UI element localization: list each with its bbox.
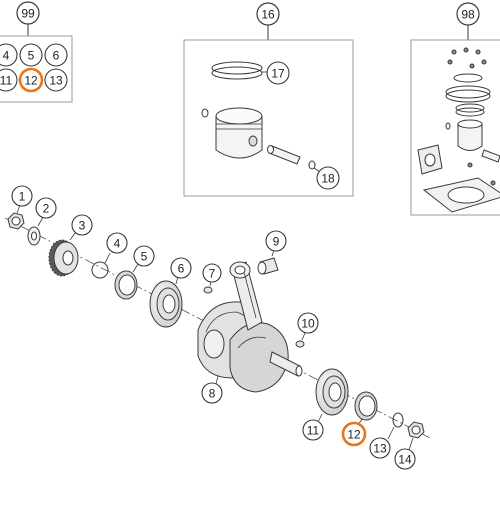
callout-13-label: 13 [373, 442, 387, 456]
callout-8[interactable] [201, 382, 223, 404]
callout-10[interactable] [297, 312, 319, 334]
box-99-item-5-label: 5 [28, 49, 35, 63]
callout-6-label: 6 [178, 262, 185, 276]
kit-box-98[interactable]: 98 [410, 2, 500, 216]
box-98-label: 98 [461, 8, 475, 22]
box-16-callout[interactable] [256, 2, 280, 26]
part-11-bearing[interactable] [315, 368, 349, 416]
box-16-frame [183, 39, 354, 197]
part-10-key[interactable] [295, 340, 305, 348]
callout-5-label: 5 [141, 250, 148, 264]
box-99-item-12-highlighted[interactable] [18, 67, 44, 93]
callout-7[interactable] [202, 263, 222, 283]
kit-box-16[interactable]: 16 17 18 [183, 2, 354, 197]
box-99-item-6-label: 6 [53, 49, 60, 63]
callout-9-label: 9 [273, 235, 280, 249]
part-6-bearing[interactable] [149, 280, 183, 328]
part-1-nut[interactable] [7, 212, 25, 230]
part-12-seal[interactable] [354, 391, 378, 421]
box-16-label: 16 [261, 8, 275, 22]
part-14-nut[interactable] [407, 421, 425, 439]
part-7-key[interactable] [203, 286, 213, 294]
callout-8-label: 8 [209, 387, 216, 401]
callout-4[interactable] [106, 232, 128, 254]
part-2-washer[interactable] [27, 226, 41, 246]
piston-pin-clip-right [308, 160, 316, 170]
piston-pin [267, 145, 301, 165]
callout-7-label: 7 [209, 267, 216, 281]
callout-14-label: 14 [398, 453, 412, 467]
box-99-frame [0, 35, 73, 103]
callout-11-label: 11 [307, 424, 320, 438]
callout-6[interactable] [170, 257, 192, 279]
box-99-item-4[interactable] [0, 43, 18, 67]
callout-4-label: 4 [114, 237, 121, 251]
box-99-callout[interactable] [16, 1, 40, 25]
box-99-item-13-label: 13 [49, 74, 63, 88]
box-99-item-11-label: 11 [0, 74, 13, 88]
part-3-gear[interactable] [48, 239, 79, 277]
box-16-item-17-label: 17 [271, 67, 285, 81]
box-99-item-12-label: 12 [24, 74, 38, 88]
callout-2[interactable] [35, 197, 57, 219]
box-99-label: 99 [21, 7, 35, 21]
callout-9[interactable] [265, 230, 287, 252]
box-98-frame [410, 39, 500, 216]
part-8-crankshaft[interactable] [197, 261, 303, 393]
box-99-item-4-label: 4 [3, 49, 10, 63]
box-98-callout[interactable] [456, 2, 480, 26]
box-99-item-13[interactable] [44, 68, 68, 92]
callout-13[interactable] [369, 437, 391, 459]
callout-1-label: 1 [19, 190, 26, 204]
callout-3[interactable] [71, 214, 93, 236]
box-16-item-17[interactable] [266, 61, 290, 85]
callout-2-label: 2 [43, 202, 50, 216]
callout-14[interactable] [394, 448, 416, 470]
part-4-ring[interactable] [91, 261, 109, 279]
box-99-item-11[interactable] [0, 68, 18, 92]
callout-12-highlighted[interactable] [341, 421, 367, 447]
part-13-ring[interactable] [392, 412, 404, 428]
callout-3-label: 3 [79, 219, 86, 233]
part-5-seal[interactable] [114, 270, 138, 300]
callout-10-label: 10 [301, 317, 315, 331]
piston-pin-clip-left [201, 108, 209, 118]
box-99-item-5[interactable] [19, 43, 43, 67]
callout-11[interactable] [302, 419, 324, 441]
callout-1[interactable] [11, 185, 33, 207]
box-16-item-18[interactable] [316, 166, 340, 190]
kit-box-99[interactable]: 99 4 5 6 11 12 13 [0, 1, 73, 103]
gasket-kit-parts [417, 47, 500, 213]
callout-12-label: 12 [347, 428, 361, 442]
piston [215, 107, 263, 159]
piston-rings [211, 61, 263, 80]
part-9-needle-bearing[interactable] [257, 257, 279, 275]
callout-5[interactable] [133, 245, 155, 267]
box-16-item-18-label: 18 [321, 172, 335, 186]
box-99-item-6[interactable] [44, 43, 68, 67]
